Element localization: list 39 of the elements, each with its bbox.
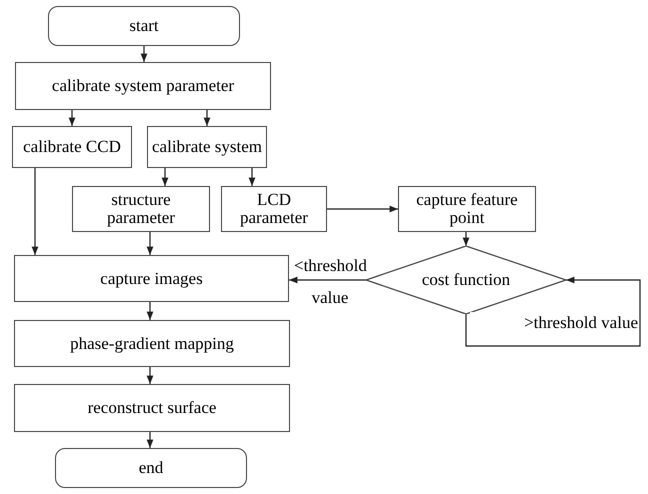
node-text: calibrate system xyxy=(151,138,263,156)
arrow xyxy=(465,276,641,347)
arrow xyxy=(248,168,256,186)
node-text: calibrate CCD xyxy=(22,138,122,156)
node-text: structure parameter xyxy=(106,191,176,227)
arrow xyxy=(140,46,148,62)
process-box xyxy=(221,186,327,232)
arrow xyxy=(462,232,470,246)
process-box xyxy=(12,126,132,168)
decision-diamond xyxy=(366,246,566,314)
process-box xyxy=(14,255,289,302)
arrow xyxy=(68,110,76,126)
process-box xyxy=(147,126,267,168)
node-text: reconstruct surface xyxy=(86,399,218,417)
terminal-box xyxy=(55,448,247,488)
node-text: end xyxy=(138,459,164,477)
node-text: phase-gradient mapping xyxy=(69,334,235,352)
process-box xyxy=(15,62,271,110)
arrow xyxy=(162,168,168,186)
node-text: capture images xyxy=(99,270,204,288)
arrow xyxy=(146,367,154,384)
arrow xyxy=(146,232,154,255)
process-box xyxy=(398,186,536,232)
arrow xyxy=(204,110,210,126)
node-text: capture feature point xyxy=(415,191,519,227)
arrow xyxy=(327,206,398,212)
node-text: calibrate system parameter xyxy=(50,77,236,95)
arrow xyxy=(146,302,154,320)
edge-label: <threshold value xyxy=(294,255,366,309)
process-box xyxy=(72,186,210,232)
arrow xyxy=(289,276,366,284)
arrow xyxy=(32,168,38,255)
process-box xyxy=(14,320,290,367)
process-box xyxy=(14,384,290,432)
node-text: cost function xyxy=(420,271,512,289)
node-text: LCD parameter xyxy=(239,191,309,227)
arrow xyxy=(146,432,154,448)
terminal-box xyxy=(48,6,240,46)
node-text: start xyxy=(128,17,160,35)
